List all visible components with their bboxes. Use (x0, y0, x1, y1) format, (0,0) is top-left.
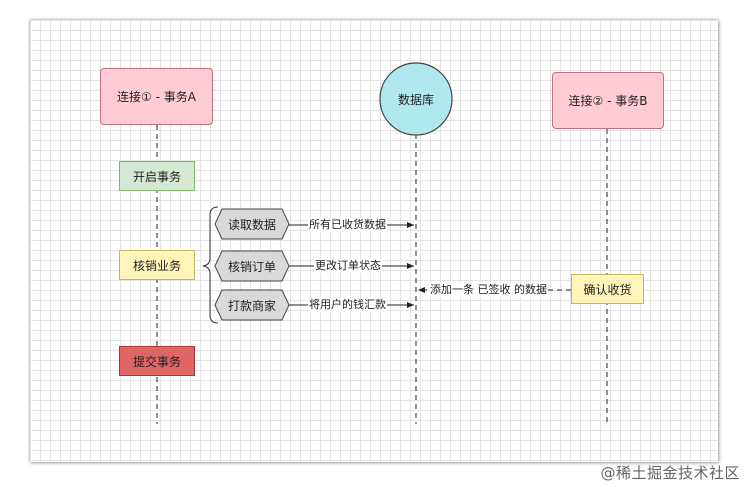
step-begin: 开启事务 (119, 161, 195, 191)
step-verify-label: 核销业务 (132, 258, 181, 273)
db-circle (379, 62, 453, 136)
step-commit: 提交事务 (119, 346, 195, 376)
watermark: @稀土掘金技术社区 (600, 464, 740, 482)
step-begin-label: 开启事务 (132, 169, 181, 184)
msg-label-pay: 将用户的钱汇款 (308, 298, 387, 312)
msg-label-verify: 更改订单状态 (314, 259, 382, 273)
participant-conn-a-label: 连接① - 事务A (117, 90, 196, 104)
participant-db-label: 数据库 (397, 92, 434, 107)
op-label-verify: 核销订单 (227, 259, 276, 274)
participant-db: 数据库 (380, 63, 452, 135)
participant-conn-a: 连接① - 事务A (100, 68, 213, 125)
op-hex-pay (214, 289, 290, 321)
participant-conn-b-label: 连接② - 事务B (568, 94, 648, 108)
op-hex-verify (214, 250, 290, 282)
op-label-read: 读取数据 (227, 217, 276, 232)
msg-label-insert: 添加一条 已签收 的数据 (429, 283, 548, 297)
step-confirm: 确认收货 (571, 274, 644, 304)
msg-label-read: 所有已收货数据 (308, 218, 387, 232)
step-verify: 核销业务 (119, 250, 195, 280)
step-commit-label: 提交事务 (132, 354, 181, 369)
op-label-pay: 打款商家 (227, 298, 276, 313)
participant-conn-b: 连接② - 事务B (552, 72, 664, 129)
step-confirm-label: 确认收货 (583, 282, 632, 297)
op-hex-read (214, 208, 290, 240)
operations-brace (202, 206, 219, 324)
